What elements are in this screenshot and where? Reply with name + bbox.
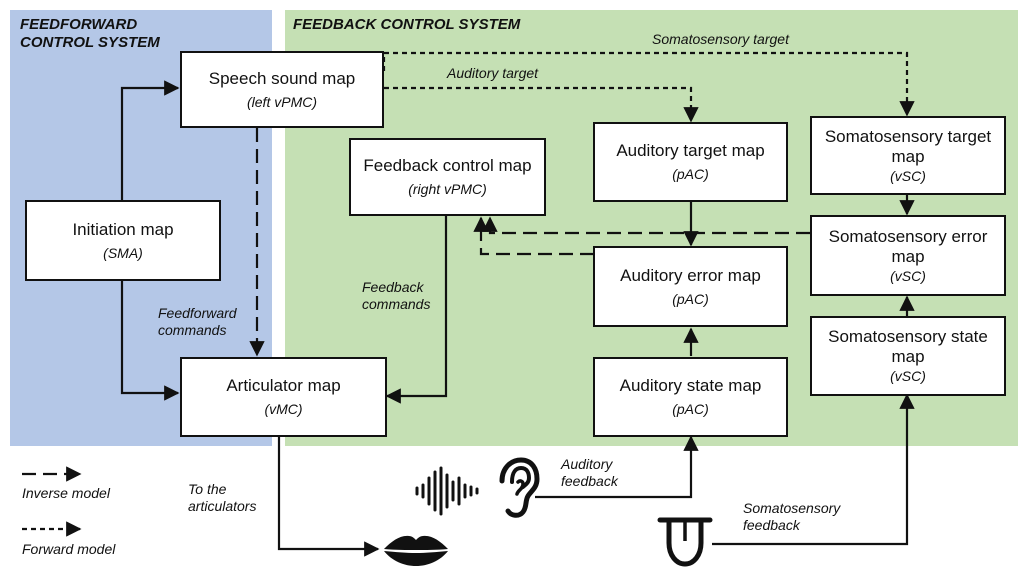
lips-icon: [384, 535, 448, 566]
somatosensory-feedback-arrow: [712, 393, 915, 546]
feedforward-commands-label: Feedforward commands: [158, 305, 237, 339]
auditory-target-map-box: Auditory target map (pAC): [593, 122, 788, 202]
auditory-state-map-title: Auditory state map: [619, 376, 762, 395]
speech-sound-map-sub: (left vPMC): [247, 93, 317, 110]
legend-inverse-model: Inverse model: [22, 485, 110, 501]
somatosensory-target-map-line2: map: [891, 146, 925, 166]
somatosensory-target-arrow: [382, 51, 915, 117]
auditory-error-to-feedback-arrow: [473, 216, 594, 256]
feedback-commands-line1: Feedback: [362, 279, 424, 295]
ear-icon: [499, 457, 540, 518]
feedback-commands-line2: commands: [362, 296, 431, 312]
auditory-feedback-label: Auditory feedback: [561, 456, 618, 490]
auditory-target-arrow: [384, 86, 699, 123]
somatosensory-state-map-line2: map: [891, 347, 925, 366]
feedforward-commands-line2: commands: [158, 322, 227, 338]
somatosensory-error-map-sub: (vSC): [890, 267, 926, 284]
somatosensory-error-map-box: Somatosensory error map (vSC): [810, 215, 1006, 296]
auditory-state-map-box: Auditory state map (pAC): [593, 357, 788, 437]
feedback-control-map-box: Feedback control map (right vPMC): [349, 138, 546, 216]
sound-wave-icon: [415, 466, 479, 516]
somatosensory-target-map-box: Somatosensory target map (vSC): [810, 116, 1006, 195]
to-articulators-arrow: [277, 437, 380, 557]
auditory-target-label: Auditory target: [447, 65, 539, 81]
somatosensory-target-label: Somatosensory target: [652, 31, 789, 47]
auditory-feedback-arrow: [535, 435, 699, 499]
somatosensory-error-map-line1: Somatosensory error: [828, 226, 988, 246]
feedforward-commands-line1: Feedforward: [158, 305, 237, 321]
tongue-icon: [657, 517, 713, 567]
somatosensory-state-map-line1: Somatosensory state: [828, 327, 988, 346]
somatosensory-feedback-label: Somatosensory feedback: [743, 500, 840, 534]
somatosensory-error-map-line2: map: [891, 246, 925, 266]
feedforward-label-line2: CONTROL SYSTEM: [20, 34, 160, 51]
initiation-map-title: Initiation map: [72, 219, 174, 239]
initiation-to-articulator-arrow: [120, 281, 180, 401]
somatosensory-target-map-line1: Somatosensory target: [824, 126, 992, 146]
auditory-error-map-sub: (pAC): [672, 290, 709, 307]
legend-forward-model: Forward model: [22, 541, 116, 557]
initiation-to-speech-arrow: [120, 80, 180, 202]
to-articulators-label: To the articulators: [188, 481, 256, 515]
auditory-target-map-title: Auditory target map: [616, 141, 765, 160]
speech-sound-map-title: Speech sound map: [208, 68, 356, 88]
articulator-map-box: Articulator map (vMC): [180, 357, 387, 437]
somatosensory-state-map-box: Somatosensory state map (vSC): [810, 316, 1006, 396]
auditory-error-map-box: Auditory error map (pAC): [593, 246, 788, 327]
soma-error-to-feedback-arrow: [482, 216, 810, 235]
to-articulators-line1: To the: [188, 481, 227, 497]
somatosensory-feedback-line1: Somatosensory: [743, 500, 841, 516]
auditory-feedback-line2: feedback: [561, 473, 618, 489]
auditory-error-map-title: Auditory error map: [620, 265, 761, 285]
articulator-map-title: Articulator map: [226, 376, 341, 395]
to-articulators-line2: articulators: [188, 498, 257, 514]
feedback-to-articulator-arrow: [385, 216, 448, 404]
auditory-target-map-sub: (pAC): [672, 166, 709, 182]
somatosensory-state-map-sub: (vSC): [890, 368, 926, 384]
articulator-map-sub: (vMC): [264, 401, 303, 417]
feedback-region-label: FEEDBACK CONTROL SYSTEM: [293, 16, 521, 33]
auditory-state-map-sub: (pAC): [672, 401, 709, 417]
feedback-control-map-title: Feedback control map: [363, 156, 532, 175]
somatosensory-feedback-line2: feedback: [743, 517, 800, 533]
feedforward-region-label: FEEDFORWARD CONTROL SYSTEM: [20, 16, 160, 52]
speech-sound-map-box: Speech sound map (left vPMC): [180, 51, 384, 128]
somatosensory-target-map-sub: (vSC): [890, 167, 926, 184]
initiation-map-box: Initiation map (SMA): [25, 200, 221, 281]
feedback-commands-label: Feedback commands: [362, 279, 430, 313]
initiation-map-sub: (SMA): [103, 244, 143, 261]
auditory-feedback-line1: Auditory: [561, 456, 613, 472]
feedforward-label-line1: FEEDFORWARD: [20, 16, 138, 33]
feedback-control-map-sub: (right vPMC): [408, 181, 487, 197]
